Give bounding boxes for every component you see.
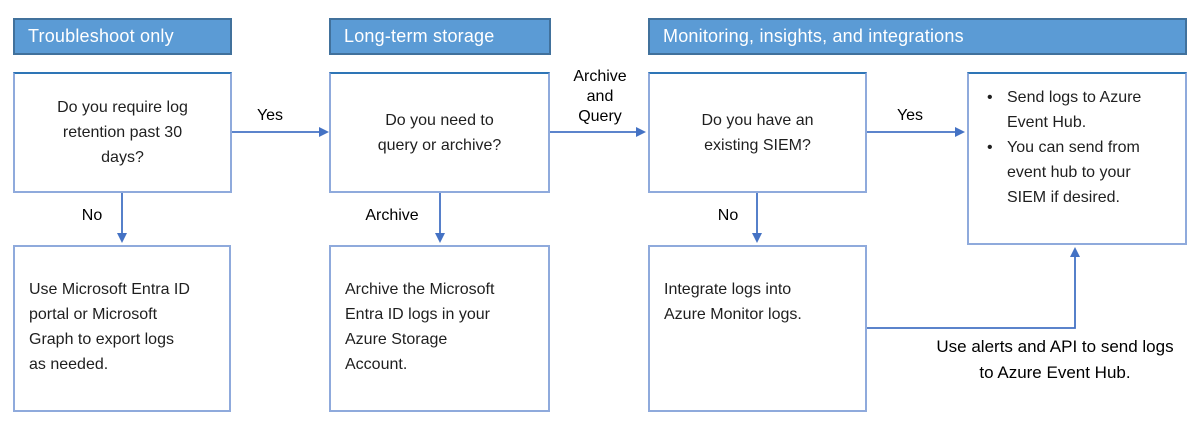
action-box-azure-monitor: Integrate logs into Azure Monitor logs. xyxy=(648,245,867,412)
header-long-term-storage: Long-term storage xyxy=(329,18,551,55)
bullet-glyph: • xyxy=(987,89,993,106)
event-hub-bullet-text-2: You can send from event hub to your SIEM… xyxy=(1007,139,1140,206)
arrowhead-right-2 xyxy=(636,127,646,137)
header-troubleshoot-only: Troubleshoot only xyxy=(13,18,232,55)
header-monitoring-insights-integrations-label: Monitoring, insights, and integrations xyxy=(663,26,964,46)
result-box-event-hub: • Send logs to Azure Event Hub. • You ca… xyxy=(967,72,1187,245)
edge-label-alerts-api: Use alerts and API to send logs to Azure… xyxy=(936,337,1174,382)
action-box-azure-monitor-text: Integrate logs into Azure Monitor logs. xyxy=(664,281,802,323)
edge-label-no-2: No xyxy=(717,207,739,224)
header-monitoring-insights-integrations: Monitoring, insights, and integrations xyxy=(648,18,1187,55)
arrowhead-down-2 xyxy=(435,233,445,243)
action-box-export-logs: Use Microsoft Entra ID portal or Microso… xyxy=(13,245,231,412)
arrowhead-right-1 xyxy=(319,127,329,137)
decision-box-log-retention-text: Do you require log retention past 30 day… xyxy=(57,99,188,166)
arrowhead-down-3 xyxy=(752,233,762,243)
bullet-glyph: • xyxy=(987,139,993,156)
edge-label-yes-1: Yes xyxy=(256,107,284,124)
event-hub-bullet-list: • Send logs to Azure Event Hub. • You ca… xyxy=(983,85,1175,210)
edge-label-no-1: No xyxy=(81,207,103,224)
header-troubleshoot-only-label: Troubleshoot only xyxy=(28,26,174,46)
edge-label-archive: Archive xyxy=(365,207,419,224)
arrow-monitor-to-eventhub-elbow xyxy=(867,257,1076,329)
action-box-archive-storage: Archive the Microsoft Entra ID logs in y… xyxy=(329,245,550,412)
decision-box-query-or-archive: Do you need to query or archive? xyxy=(329,72,550,193)
action-box-archive-storage-text: Archive the Microsoft Entra ID logs in y… xyxy=(345,281,495,373)
event-hub-bullet-item: • Send logs to Azure Event Hub. xyxy=(983,85,1169,135)
event-hub-bullet-text-1: Send logs to Azure Event Hub. xyxy=(1007,89,1142,131)
arrowhead-right-3 xyxy=(955,127,965,137)
edge-label-archive-and-query: Archive and Query xyxy=(573,68,627,125)
header-long-term-storage-label: Long-term storage xyxy=(344,26,495,46)
decision-box-existing-siem-text: Do you have an existing SIEM? xyxy=(701,111,814,154)
decision-box-log-retention: Do you require log retention past 30 day… xyxy=(13,72,232,193)
event-hub-bullet-item: • You can send from event hub to your SI… xyxy=(983,135,1169,210)
arrowhead-down-1 xyxy=(117,233,127,243)
decision-box-query-or-archive-text: Do you need to query or archive? xyxy=(377,111,502,154)
action-box-export-logs-text: Use Microsoft Entra ID portal or Microso… xyxy=(29,281,190,373)
edge-label-yes-2: Yes xyxy=(896,107,924,124)
decision-box-existing-siem: Do you have an existing SIEM? xyxy=(648,72,867,193)
arrowhead-up-1 xyxy=(1070,247,1080,257)
